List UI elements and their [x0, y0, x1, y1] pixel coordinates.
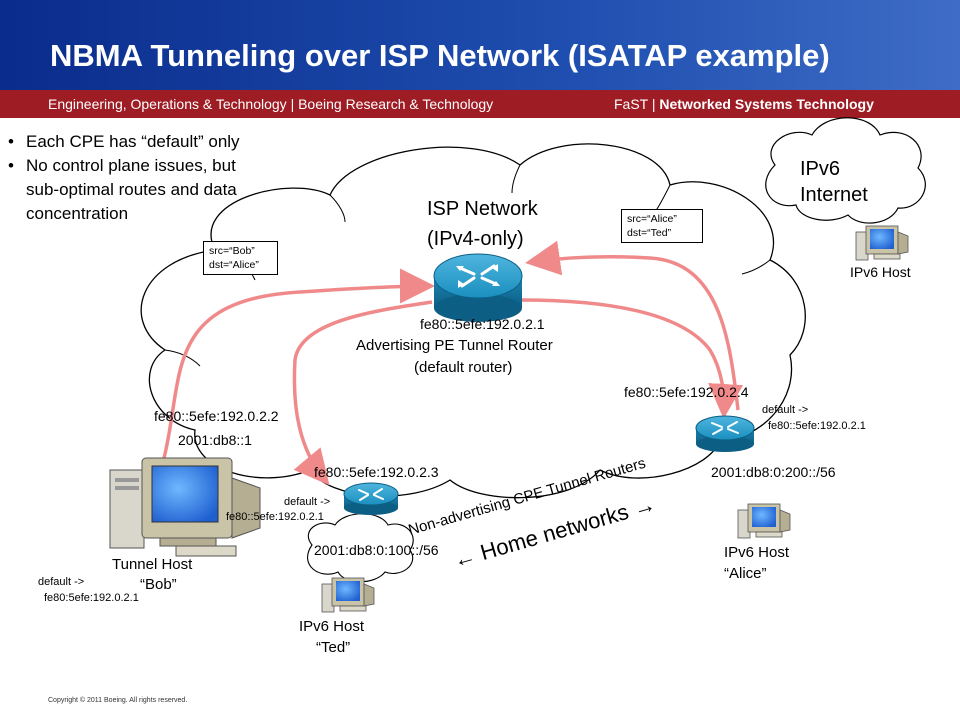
bullet-list: •Each CPE has “default” only •No control… — [8, 130, 240, 226]
bob-name-1: Tunnel Host — [112, 556, 193, 573]
alice-host-computer-icon — [737, 503, 791, 539]
bullet-2-cont-b: concentration — [26, 204, 129, 223]
alice-host-label-1: IPv6 Host — [724, 544, 790, 561]
subtitle-band — [0, 90, 960, 118]
pe-router-icon — [433, 253, 523, 322]
subtitle-right-bold: Networked Systems Technology — [659, 96, 874, 112]
internet-label-2: Internet — [800, 184, 868, 206]
arrow-alice-to-pe — [525, 240, 740, 411]
copyright-text: Copyright © 2011 Boeing. All rights rese… — [48, 697, 188, 704]
ted-host-computer-icon — [321, 577, 375, 613]
alice-router-default-1: default -> — [762, 404, 809, 416]
ted-router-address: fe80::5efe:192.0.2.3 — [314, 464, 439, 480]
bob-prefix: 2001:db8::1 — [178, 432, 252, 448]
ted-host-label-1: IPv6 Host — [299, 618, 365, 635]
arrow-pe-to-ted — [292, 300, 433, 486]
bob-name-2: “Bob” — [140, 576, 177, 593]
slide-title: NBMA Tunneling over ISP Network (ISATAP … — [50, 38, 830, 73]
internet-host-label: IPv6 Host — [850, 264, 911, 280]
pe-router-address: fe80::5efe:192.0.2.1 — [420, 316, 545, 332]
bob-default-2: fe80:5efe:192.0.2.1 — [44, 592, 139, 604]
pe-router-role: (default router) — [414, 359, 513, 376]
isp-network-sublabel: (IPv4-only) — [427, 228, 524, 250]
internet-host-computer-icon — [855, 225, 909, 261]
ted-host-label-2: “Ted” — [316, 639, 351, 656]
header-band — [0, 0, 960, 90]
ted-router-default-2: fe80::5efe:192.0.2.1 — [226, 511, 324, 523]
alice-packet-box: src=“Alice” dst=“Ted” — [621, 209, 703, 243]
ted-router-icon — [343, 482, 399, 515]
alice-host-label-2: “Alice” — [724, 565, 767, 582]
bob-default-1: default -> — [38, 576, 85, 588]
alice-router-prefix: 2001:db8:0:200::/56 — [711, 464, 836, 480]
alice-router-default-2: fe80::5efe:192.0.2.1 — [768, 420, 866, 432]
bullet-2: •No control plane issues, but — [8, 156, 236, 175]
arrow-bob-to-pe — [161, 268, 435, 463]
alice-router-icon — [695, 415, 755, 452]
ted-router-prefix: 2001:db8:0:100::/56 — [314, 542, 439, 558]
ted-router-default-1: default -> — [284, 496, 331, 508]
bullet-2-cont-a: sub-optimal routes and data — [26, 180, 237, 199]
internet-cloud — [765, 117, 926, 224]
bob-address: fe80::5efe:192.0.2.2 — [154, 408, 279, 424]
internet-label-1: IPv6 — [800, 158, 841, 180]
subtitle-right-prefix: FaST | — [614, 96, 660, 112]
subtitle-right: FaST | Networked Systems Technology — [614, 96, 874, 112]
subtitle-left: Engineering, Operations & Technology | B… — [48, 96, 494, 112]
bullet-1: •Each CPE has “default” only — [8, 132, 240, 151]
alice-router-address: fe80::5efe:192.0.2.4 — [624, 384, 749, 400]
arrow-pe-to-alice — [519, 298, 744, 419]
bob-packet-box: src=“Bob” dst=“Alice” — [203, 241, 278, 275]
pe-router-name: Advertising PE Tunnel Router — [356, 337, 553, 354]
bob-computer-icon — [109, 457, 261, 557]
ted-home-cloud — [307, 513, 414, 583]
isp-network-label: ISP Network — [427, 198, 538, 220]
